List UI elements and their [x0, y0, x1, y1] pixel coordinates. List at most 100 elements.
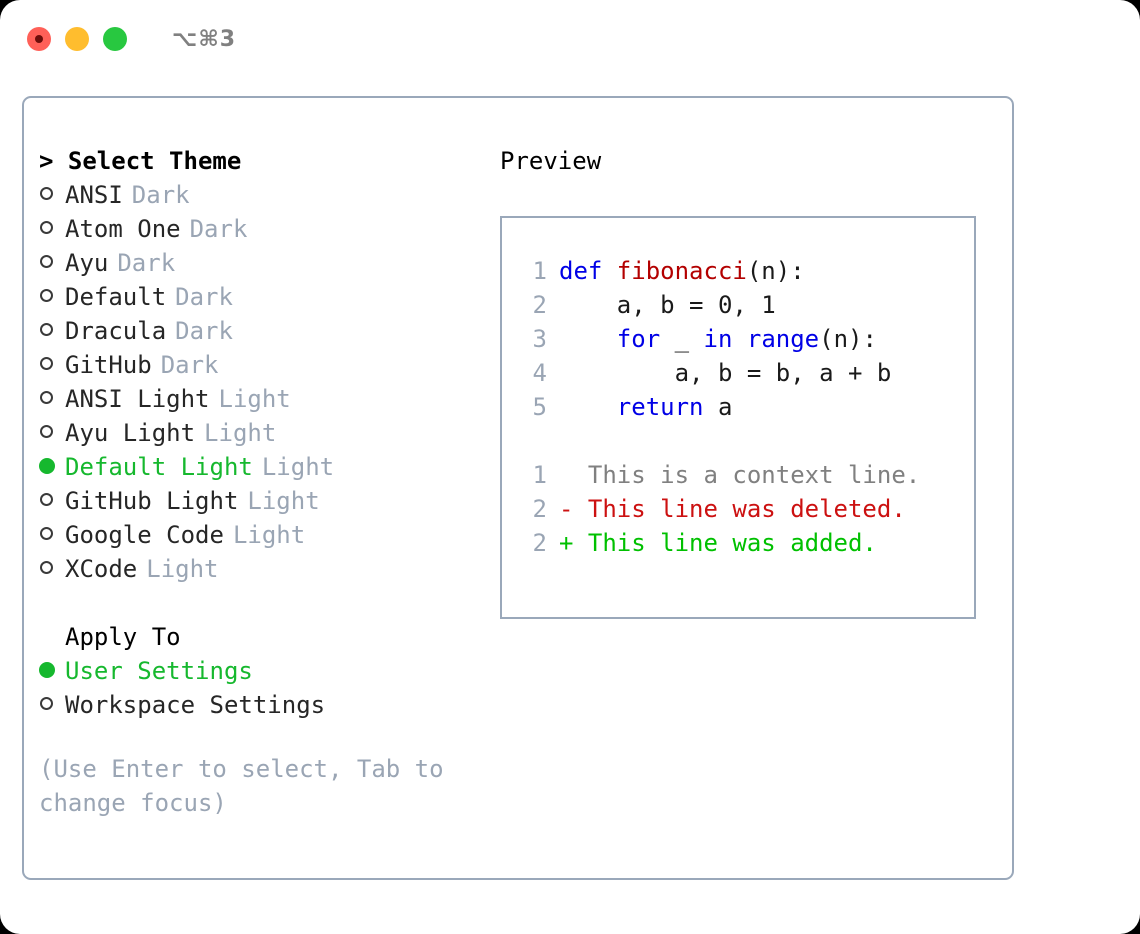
close-icon: [35, 35, 43, 43]
theme-option-3[interactable]: Default Dark: [39, 280, 489, 314]
close-button[interactable]: [27, 27, 51, 51]
radio-dot: [39, 662, 55, 678]
radio-ring: [40, 323, 53, 336]
theme-option-label: Default Light: [65, 453, 253, 481]
theme-option-label: Ayu: [65, 249, 109, 277]
minimize-button[interactable]: [65, 27, 89, 51]
line-number: 2: [532, 529, 547, 557]
theme-mode-badge: Dark: [175, 317, 233, 345]
window-controls: [27, 27, 127, 51]
keyboard-shortcut-label: ⌥⌘3: [172, 26, 237, 52]
preview-title: Preview: [500, 147, 602, 175]
code-token-kw: def: [559, 257, 617, 285]
apply-option-1[interactable]: Workspace Settings: [39, 688, 489, 722]
keyboard-hint-text: (Use Enter to select, Tab to change focu…: [39, 755, 444, 817]
theme-mode-badge: Dark: [160, 351, 219, 379]
theme-option-7[interactable]: Ayu Light Light: [39, 416, 489, 450]
line-number: 4: [532, 359, 547, 387]
radio-ring: [40, 289, 53, 302]
code-line-1: 2 a, b = 0, 1: [517, 288, 974, 322]
theme-option-6[interactable]: ANSI Light Light: [39, 382, 489, 416]
theme-option-8[interactable]: Default Light Light: [39, 450, 489, 484]
theme-mode-badge: Dark: [189, 215, 248, 243]
apply-option-0[interactable]: User Settings: [39, 654, 489, 688]
theme-mode-badge: Dark: [175, 283, 233, 311]
radio-ring: [40, 425, 53, 438]
code-token-add: + This line was added.: [559, 529, 877, 557]
theme-mode-badge: Light: [247, 487, 320, 515]
line-number: 2: [532, 495, 547, 523]
apply-to-header: Apply To: [65, 623, 181, 651]
theme-option-9[interactable]: GitHub Light Light: [39, 484, 489, 518]
radio-ring: [40, 391, 53, 404]
code-line-3: 4 a, b = b, a + b: [517, 356, 974, 390]
theme-option-10[interactable]: Google Code Light: [39, 518, 489, 552]
theme-option-label: Atom One: [65, 215, 181, 243]
theme-mode-badge: Light: [261, 453, 335, 481]
code-token-kw: in: [703, 325, 733, 353]
line-number: 3: [532, 325, 547, 353]
line-number: 1: [532, 461, 547, 489]
code-token-fn: fibonacci: [616, 257, 747, 285]
theme-option-label: Google Code: [65, 521, 224, 549]
theme-mode-badge: Light: [218, 385, 291, 413]
code-token-ctx: This is a context line.: [559, 461, 921, 489]
code-token-kw: range: [746, 325, 820, 353]
theme-option-label: GitHub Light: [65, 487, 239, 515]
code-token-plain: [732, 322, 746, 356]
apply-option-label: Workspace Settings: [65, 691, 326, 719]
code-line-2: 3 for _ in range(n):: [517, 322, 974, 356]
code-token-plain: a: [703, 393, 733, 421]
radio-ring: [40, 255, 53, 268]
diff-line-2: 2 + This line was added.: [517, 526, 974, 560]
radio-ring: [40, 527, 53, 540]
code-token-kw: return: [616, 393, 704, 421]
diff-line-1: 2 - This line was deleted.: [517, 492, 974, 526]
theme-mode-badge: Light: [204, 419, 277, 447]
radio-ring: [40, 697, 53, 710]
code-token-kw: for: [616, 325, 661, 353]
diff-line-0: 1 This is a context line.: [517, 458, 974, 492]
theme-option-label: ANSI Light: [65, 385, 210, 413]
apply-option-label: User Settings: [65, 657, 253, 685]
code-line-4: 5 return a: [517, 390, 974, 424]
theme-option-label: GitHub: [65, 351, 152, 379]
theme-option-label: ANSI: [65, 181, 123, 209]
theme-mode-badge: Light: [146, 555, 219, 583]
code-token-plain: _: [660, 325, 704, 353]
theme-option-label: Default: [65, 283, 167, 311]
code-token-plain: (n):: [819, 325, 877, 353]
radio-dot: [39, 458, 55, 474]
theme-option-label: Ayu Light: [65, 419, 196, 447]
code-token-del: - This line was deleted.: [559, 495, 906, 523]
maximize-button[interactable]: [103, 27, 127, 51]
theme-option-4[interactable]: Dracula Dark: [39, 314, 489, 348]
theme-mode-badge: Light: [232, 521, 306, 549]
radio-ring: [40, 187, 53, 200]
radio-ring: [40, 357, 53, 370]
title-bar: ⌥⌘3: [0, 0, 1140, 78]
code-token-plain: a, b = b, a + b: [559, 359, 892, 387]
code-token-plain: [559, 322, 617, 356]
theme-option-1[interactable]: Atom One Dark: [39, 212, 489, 246]
radio-ring: [40, 493, 53, 506]
preview-spacer: [517, 424, 974, 458]
theme-option-5[interactable]: GitHub Dark: [39, 348, 489, 382]
theme-option-label: Dracula: [65, 317, 167, 345]
preview-diff-block: 1 This is a context line. 2 - This line wa…: [517, 458, 974, 560]
code-token-plain: [559, 390, 617, 424]
radio-ring: [40, 561, 53, 574]
line-number: 5: [532, 393, 547, 421]
